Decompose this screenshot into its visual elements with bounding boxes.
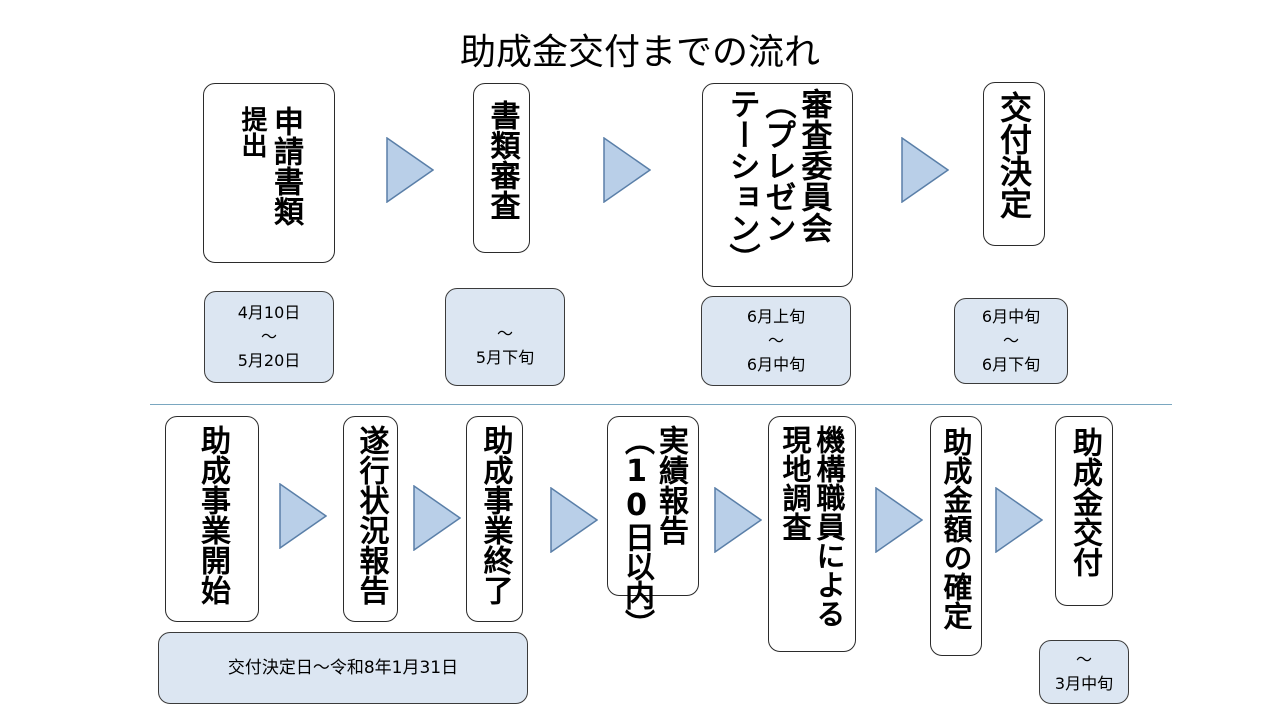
step-label-line: 申請書類 xyxy=(268,106,303,226)
flow-arrow-icon xyxy=(386,137,434,203)
step-grant-decision: 交付決定 xyxy=(983,82,1045,246)
step-label-line: 遂行状況報告 xyxy=(353,425,389,605)
step-site-inspection: 機構職員による 現地調査 xyxy=(768,416,856,652)
step-project-end: 助成事業終了 xyxy=(466,416,523,622)
schedule-line: ～ xyxy=(1075,650,1092,669)
flow-arrow-icon xyxy=(550,487,598,553)
schedule-project-period: 交付決定日～令和8年1月31日 xyxy=(158,632,528,704)
step-label-line: 助成事業開始 xyxy=(195,425,230,605)
step-label-line: 実績報告 xyxy=(653,425,688,545)
step-label-line: （プレゼン xyxy=(759,88,796,243)
step-label-line: 現地調査 xyxy=(778,425,812,541)
step-amount-confirmation: 助成金額の確定 xyxy=(930,416,982,656)
flow-arrow-icon xyxy=(901,137,949,203)
step-label-line: 助成事業終了 xyxy=(477,425,513,605)
step-project-start: 助成事業開始 xyxy=(165,416,259,622)
schedule-grant-decision: 6月中旬 ～ 6月下旬 xyxy=(954,298,1068,384)
page-title: 助成金交付までの流れ xyxy=(459,32,820,73)
schedule-line: 6月中旬 xyxy=(746,355,806,374)
flow-arrow-icon xyxy=(413,485,461,551)
schedule-line: ～ xyxy=(1002,331,1019,350)
step-label-line: 機構職員による xyxy=(812,425,846,628)
step-progress-report: 遂行状況報告 xyxy=(343,416,398,622)
section-divider xyxy=(150,404,1172,405)
schedule-line: ～ xyxy=(260,327,277,346)
step-label-line: 提出 xyxy=(237,106,267,158)
schedule-line: 6月上旬 xyxy=(746,307,806,326)
step-label-line: 書類審査 xyxy=(484,100,520,220)
schedule-line: 5月20日 xyxy=(237,351,301,370)
flow-arrow-icon xyxy=(279,483,327,549)
step-review-committee: 審査委員会 （プレゼン テーション） xyxy=(702,83,853,287)
schedule-line: 6月下旬 xyxy=(981,355,1041,374)
step-label-line: 助成金額の確定 xyxy=(939,427,973,630)
schedule-line: ～ xyxy=(496,324,513,343)
step-results-report: 実績報告 （10日以内） xyxy=(607,416,699,638)
step-application-submission: 申請書類 提出 xyxy=(203,83,335,263)
flow-arrow-icon xyxy=(714,487,762,553)
flow-arrow-icon xyxy=(875,487,923,553)
step-label-line: テーション） xyxy=(723,88,760,274)
schedule-line: 6月中旬 xyxy=(981,307,1041,326)
schedule-line: 交付決定日～令和8年1月31日 xyxy=(227,658,459,678)
step-label-line: 助成金交付 xyxy=(1067,427,1102,577)
schedule-review-committee: 6月上旬 ～ 6月中旬 xyxy=(701,296,851,386)
step-label-line: 審査委員会 xyxy=(795,88,832,243)
step-label-line: 交付決定 xyxy=(995,91,1033,219)
schedule-line: 4月10日 xyxy=(237,303,301,322)
schedule-line: 3月中旬 xyxy=(1054,674,1114,693)
flow-arrow-icon xyxy=(995,487,1043,553)
step-label-line: （10日以内） xyxy=(619,425,654,638)
schedule-grant-payment: ～ 3月中旬 xyxy=(1039,640,1129,704)
schedule-line: ～ xyxy=(767,331,784,350)
flow-arrow-icon xyxy=(603,137,651,203)
schedule-document-screening: ～ 5月下旬 xyxy=(445,288,565,386)
schedule-application-period: 4月10日 ～ 5月20日 xyxy=(204,291,334,383)
step-grant-payment: 助成金交付 xyxy=(1055,416,1113,606)
step-document-screening: 書類審査 xyxy=(473,83,530,253)
schedule-line: 5月下旬 xyxy=(475,348,535,367)
